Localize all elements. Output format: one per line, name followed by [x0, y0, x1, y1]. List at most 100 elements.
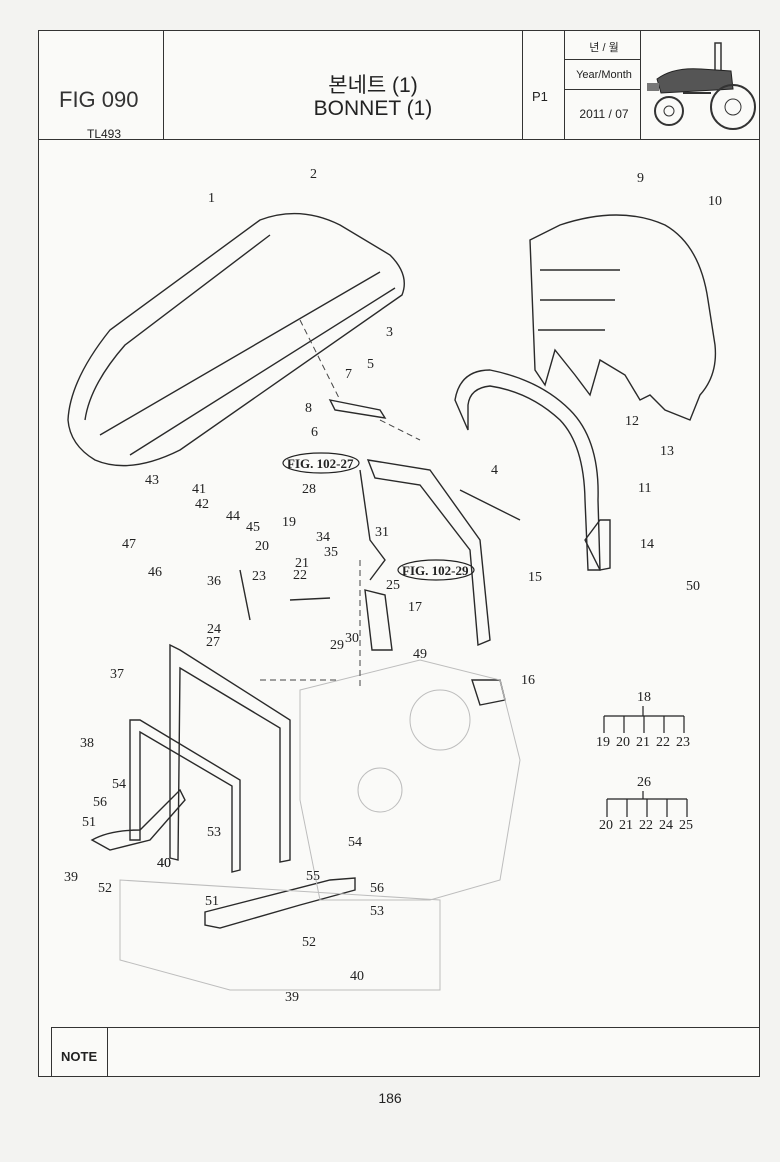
radiator-bracket [169, 643, 291, 863]
note-label: NOTE [61, 1049, 98, 1064]
part-label: 54 [348, 835, 362, 850]
svg-text:19: 19 [596, 735, 610, 750]
svg-text:21: 21 [619, 818, 633, 833]
fig-ref-label: FIG. 102-27 [287, 456, 354, 471]
part-label: 40 [157, 856, 171, 871]
part-label: 53 [207, 825, 221, 840]
header-sep-2 [522, 31, 523, 139]
part-label: 29 [330, 638, 344, 653]
svg-text:25: 25 [679, 818, 693, 833]
part-label: 52 [302, 935, 316, 950]
svg-text:18: 18 [637, 690, 651, 705]
fig-references: FIG. 102-27 FIG. 102-29 [282, 452, 475, 581]
year-month-label: Year/Month [576, 69, 632, 81]
svg-text:22: 22 [656, 735, 670, 750]
part-label: 31 [375, 525, 389, 540]
part-label: 28 [302, 482, 316, 497]
svg-text:21: 21 [636, 735, 650, 750]
part-label: 56 [93, 795, 107, 810]
part-label: 30 [345, 631, 359, 646]
svg-text:20: 20 [599, 818, 613, 833]
svg-text:22: 22 [639, 818, 653, 833]
part-label: 25 [386, 578, 400, 593]
part-label: 14 [640, 537, 654, 552]
part-label: 53 [370, 904, 384, 919]
page-number: 186 [378, 1090, 402, 1106]
year-month-korean: 년 / 월 [589, 42, 619, 54]
part-label: 27 [206, 635, 220, 650]
part-label: 15 [528, 570, 542, 585]
part-label: 40 [350, 969, 364, 984]
note-top-line [51, 1027, 759, 1028]
svg-text:26: 26 [637, 775, 651, 790]
tractor-icon [647, 42, 756, 130]
side-cover [529, 214, 717, 421]
title-english: BONNET (1) [313, 97, 433, 120]
part-label: 45 [246, 520, 260, 535]
part-label: 20 [255, 539, 269, 554]
part-label: 9 [637, 171, 644, 186]
arch-frame [454, 369, 601, 571]
part-label: 34 [316, 530, 330, 545]
page-code: P1 [532, 89, 548, 104]
part-label: 47 [122, 537, 136, 552]
title-korean: 본네트 (1) [328, 74, 418, 97]
part-label: 12 [625, 414, 639, 429]
fig-ref-label: FIG. 102-29 [402, 563, 469, 578]
part-label: 22 [293, 568, 307, 583]
part-label: 54 [112, 777, 126, 792]
header-sep-3 [564, 31, 565, 139]
part-label: 51 [205, 894, 219, 909]
ym-line-2 [564, 89, 640, 90]
part-label: 44 [226, 509, 240, 524]
part-label: 21 [295, 556, 309, 571]
part-label: 55 [306, 869, 320, 884]
drawing-frame: FIG 090 TL493 본네트 (1) BONNET (1) P1 년 / … [38, 30, 760, 1077]
svg-text:24: 24 [659, 818, 673, 833]
part-label: 3 [386, 325, 393, 340]
support-frame [366, 459, 491, 647]
part-label: 40 [157, 856, 171, 871]
bonnet-top-panel [67, 212, 405, 467]
part-label: 37 [110, 667, 124, 682]
part-label: 52 [98, 881, 112, 896]
part-label: 16 [521, 673, 535, 688]
part-labels: 1 2 3 4 5 6 7 8 9 10 11 12 13 14 15 16 1… [64, 167, 722, 1005]
svg-text:23: 23 [676, 735, 690, 750]
ym-line-1 [564, 59, 640, 60]
part-label: 5 [367, 357, 374, 372]
part-label: 42 [195, 497, 209, 512]
part-label: 2 [310, 167, 317, 182]
part-label: 50 [686, 579, 700, 594]
model-code: TL493 [87, 127, 122, 141]
part-label: 10 [708, 194, 722, 209]
part-label: 43 [145, 473, 159, 488]
part-label: 4 [491, 463, 498, 478]
note-left [51, 1027, 52, 1076]
part-label: 56 [370, 881, 384, 896]
part-label: 11 [638, 481, 651, 496]
part-label: 8 [305, 401, 312, 416]
header-divider [39, 139, 759, 140]
svg-text:20: 20 [616, 735, 630, 750]
part-label: 23 [252, 569, 266, 584]
part-label: 39 [64, 870, 78, 885]
header-sep-1 [163, 31, 164, 139]
figure-number: FIG 090 [59, 87, 139, 112]
part-label: 46 [148, 565, 162, 580]
part-label: 39 [285, 990, 299, 1005]
part-label: 35 [324, 545, 338, 560]
part-label: 6 [311, 425, 318, 440]
part-label: 17 [408, 600, 422, 615]
bottom-guard [204, 877, 356, 929]
part-label: 38 [80, 736, 94, 751]
year-month-value: 2011 / 07 [579, 107, 629, 121]
part-label: 24 [207, 622, 221, 637]
part-label: 1 [208, 191, 215, 206]
header-sep-4 [640, 31, 641, 139]
part-label: 19 [282, 515, 296, 530]
part-label: 49 [413, 647, 427, 662]
part-label: 36 [207, 574, 221, 589]
group-26-tree: 26 20 21 22 24 25 [599, 775, 693, 833]
